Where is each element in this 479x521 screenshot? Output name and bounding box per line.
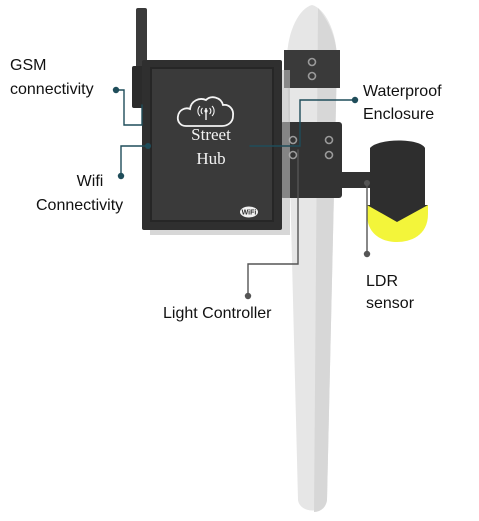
cloud-outline [176,96,235,127]
lamp-light [367,205,428,242]
gsm-label-line2: connectivity [10,81,94,98]
lamp-light-cap [367,205,428,222]
bracket-bolt [324,135,334,145]
ldr-label-line1: LDR [366,273,399,290]
gsm-connector [115,89,143,126]
wifi-end-dot [145,143,151,149]
ldr-anchor-dot [364,180,370,186]
wifi-icon: WiFi [240,206,258,218]
wifi-connector [120,145,149,177]
ldr-label-line2: sensor [366,295,415,312]
light-controller-label: Light Controller [163,305,272,322]
tower-wave-inner [200,107,212,115]
tower-emitter [204,109,208,113]
cloud-icon [176,96,235,127]
tower-wave-outer [197,105,215,117]
lamp-housing [370,140,425,205]
gsm-dot [112,86,120,94]
bracket-plate [280,122,342,198]
ldr-dot [363,250,371,258]
wifi-badge-text: WiFi [242,210,257,217]
upper-clamp-bolt [307,57,317,67]
bracket-bolt [324,150,334,160]
light-controller-connector [247,149,299,297]
enclosure-lid [150,67,274,222]
light-controller-dot [244,292,252,300]
wifi-badge-bg [240,206,258,218]
signal-tower-icon [197,105,215,120]
waterproof-enclosure [142,60,290,235]
connectors [115,89,368,297]
wifi-dot [117,172,125,180]
hub-title-line1: Street [191,125,231,144]
waterproof-label-line2: Enclosure [363,106,435,123]
upper-clamp-band [284,50,340,88]
hub-title-line2: Hub [196,149,225,168]
lamp-arm [340,172,374,188]
enclosure-connector [249,99,356,147]
connector-dots [112,86,371,300]
gsm-label-line1: GSM [10,57,47,74]
enclosure-dot [351,96,359,104]
upper-clamp [284,50,340,88]
lamp-head [367,140,428,242]
wifi-label-line2: Connectivity [36,197,124,214]
upper-clamp-bolt [307,71,317,81]
wifi-label-line1: Wifi [76,173,104,190]
waterproof-label-line1: Waterproof [363,83,442,100]
